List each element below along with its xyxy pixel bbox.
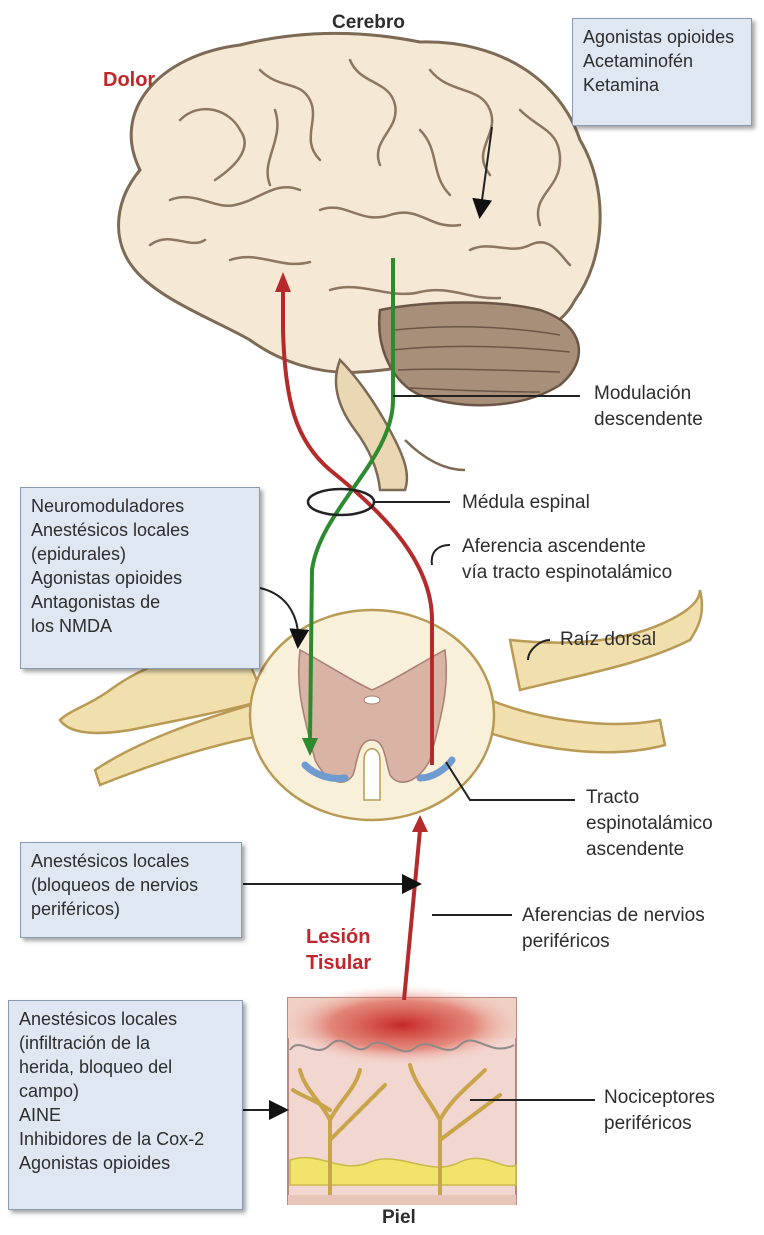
nerve-block-item: periféricos) (31, 897, 231, 921)
peripheral-drug-item: Inhibidores de la Cox-2 (19, 1127, 232, 1151)
brain-drug-item: Ketamina (583, 73, 741, 97)
tract-label-line1: Tracto (586, 785, 639, 810)
spinal-drug-item: Antagonistas de (31, 590, 249, 614)
nerve-block-item: (bloqueos de nervios (31, 873, 231, 897)
peripheral-drug-item: herida, bloqueo del (19, 1055, 232, 1079)
spinal-drug-item: Anestésicos locales (31, 518, 249, 542)
brain-drug-item: Acetaminofén (583, 49, 741, 73)
peripheral-drug-item: campo) (19, 1079, 232, 1103)
tract-label-line3: ascendente (586, 837, 684, 862)
modulation-label-line2: descendente (594, 407, 703, 432)
pain-label: Dolor (103, 68, 155, 93)
peripheral-drug-item: (infiltración de la (19, 1031, 232, 1055)
spinal-drug-item: (epidurales) (31, 542, 249, 566)
spinal-cord-label: Médula espinal (462, 490, 590, 515)
nerve-block-item: Anestésicos locales (31, 849, 231, 873)
peripheral-drug-item: AINE (19, 1103, 232, 1127)
brain-illustration (119, 33, 601, 490)
nociceptors-label-line2: periféricos (604, 1111, 692, 1136)
spinal-drugs-box: Neuromoduladores Anestésicos locales (ep… (20, 487, 260, 669)
peripheral-afferents-line1: Aferencias de nervios (522, 903, 705, 928)
nociceptors-label-line1: Nociceptores (604, 1085, 715, 1110)
nerve-block-box: Anestésicos locales (bloqueos de nervios… (20, 842, 242, 938)
injury-label-line2: Tisular (306, 951, 371, 976)
brain-drugs-box: Agonistas opioides Acetaminofén Ketamina (572, 18, 752, 126)
peripheral-afferents-line2: periféricos (522, 929, 610, 954)
brain-label: Cerebro (332, 10, 405, 35)
dorsal-root-label: Raíz dorsal (560, 627, 656, 652)
afferent-label-line2: vía tracto espinotalámico (462, 560, 672, 585)
brain-drug-item: Agonistas opioides (583, 25, 741, 49)
peripheral-drug-item: Agonistas opioides (19, 1151, 232, 1175)
afferent-label-line1: Aferencia ascendente (462, 534, 646, 559)
modulation-label-line1: Modulación (594, 381, 691, 406)
spinal-cord-ring (308, 489, 374, 515)
tract-label-line2: espinotalámico (586, 811, 713, 836)
spinal-drug-item: Agonistas opioides (31, 566, 249, 590)
spinal-drug-item: Neuromoduladores (31, 494, 249, 518)
injury-label-line1: Lesión (306, 925, 370, 950)
peripheral-drug-item: Anestésicos locales (19, 1007, 232, 1031)
spinal-drug-item: los NMDA (31, 614, 249, 638)
skin-section (282, 985, 522, 1205)
skin-label: Piel (382, 1205, 416, 1230)
peripheral-drugs-box: Anestésicos locales (infiltración de la … (8, 1000, 243, 1210)
